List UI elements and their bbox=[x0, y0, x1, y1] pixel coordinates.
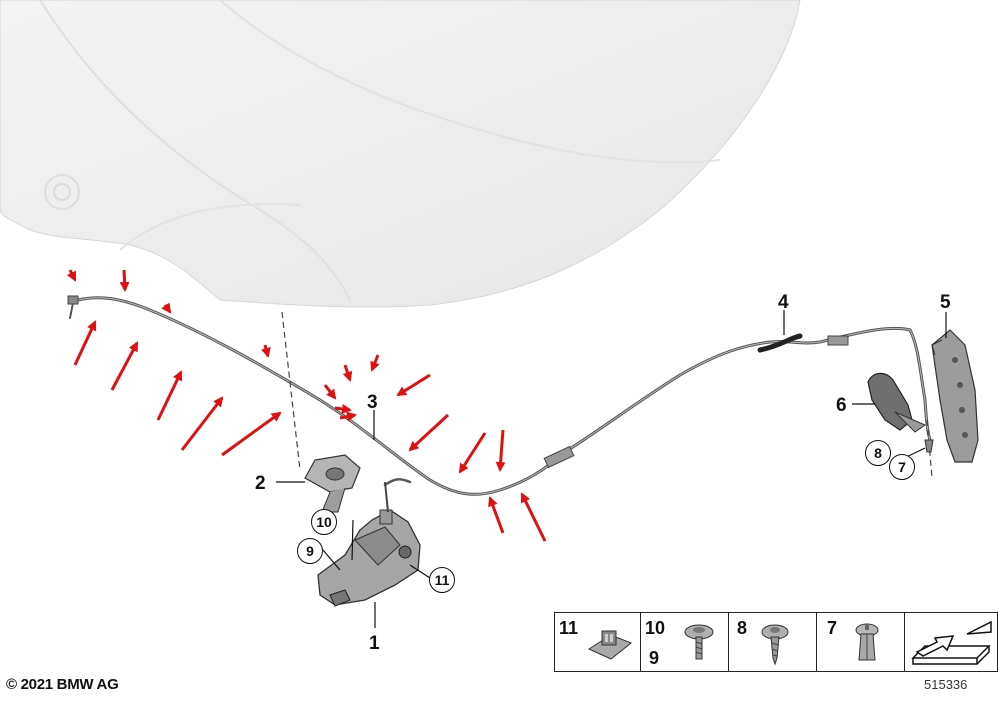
hood-lock bbox=[317, 481, 421, 607]
circled-8: 8 bbox=[865, 440, 891, 466]
direction-arrow-icon bbox=[911, 620, 992, 665]
circled-11: 11 bbox=[429, 567, 455, 593]
copyright-text: © 2021 BMW AG bbox=[6, 676, 119, 693]
legend-number-9: 9 bbox=[649, 648, 660, 668]
annotation-arrows bbox=[66, 269, 547, 542]
legend-number-8: 8 bbox=[737, 618, 748, 638]
leader-lines bbox=[276, 310, 947, 628]
callout-6: 6 bbox=[836, 395, 847, 416]
legend-number-10: 10 bbox=[645, 618, 666, 638]
assembly-lines bbox=[281, 311, 933, 479]
lever-grip bbox=[867, 372, 927, 433]
callout-2: 2 bbox=[255, 473, 266, 494]
clip-nut-icon bbox=[587, 630, 632, 660]
bowden-cable bbox=[67, 295, 932, 496]
callout-5: 5 bbox=[940, 292, 951, 313]
legend-number-11: 11 bbox=[559, 618, 579, 638]
callout-1: 1 bbox=[369, 633, 380, 654]
legend-cell-10-9: 10 9 bbox=[641, 613, 729, 671]
legend-cell-11: 11 bbox=[555, 613, 641, 671]
cable-bracket bbox=[304, 454, 361, 513]
circled-7: 7 bbox=[889, 454, 915, 480]
expanding-rivet-icon bbox=[855, 623, 879, 661]
legend-cell-8: 8 bbox=[729, 613, 817, 671]
circled-9: 9 bbox=[297, 538, 323, 564]
callout-4: 4 bbox=[778, 292, 789, 313]
sheet-metal-screw-icon bbox=[761, 624, 789, 666]
diagram-number: 515336 bbox=[924, 677, 968, 692]
engine-hood-illustration bbox=[0, 0, 801, 308]
washer-screw-icon bbox=[684, 624, 714, 660]
legend-cell-direction bbox=[905, 613, 997, 671]
legend-cell-7: 7 bbox=[817, 613, 905, 671]
clip-near-lever bbox=[924, 439, 934, 453]
hardware-legend: 11 10 9 8 7 bbox=[554, 612, 998, 672]
release-handle bbox=[931, 329, 979, 463]
circled-10: 10 bbox=[311, 509, 337, 535]
legend-number-7: 7 bbox=[827, 618, 838, 638]
callout-3: 3 bbox=[367, 392, 378, 413]
